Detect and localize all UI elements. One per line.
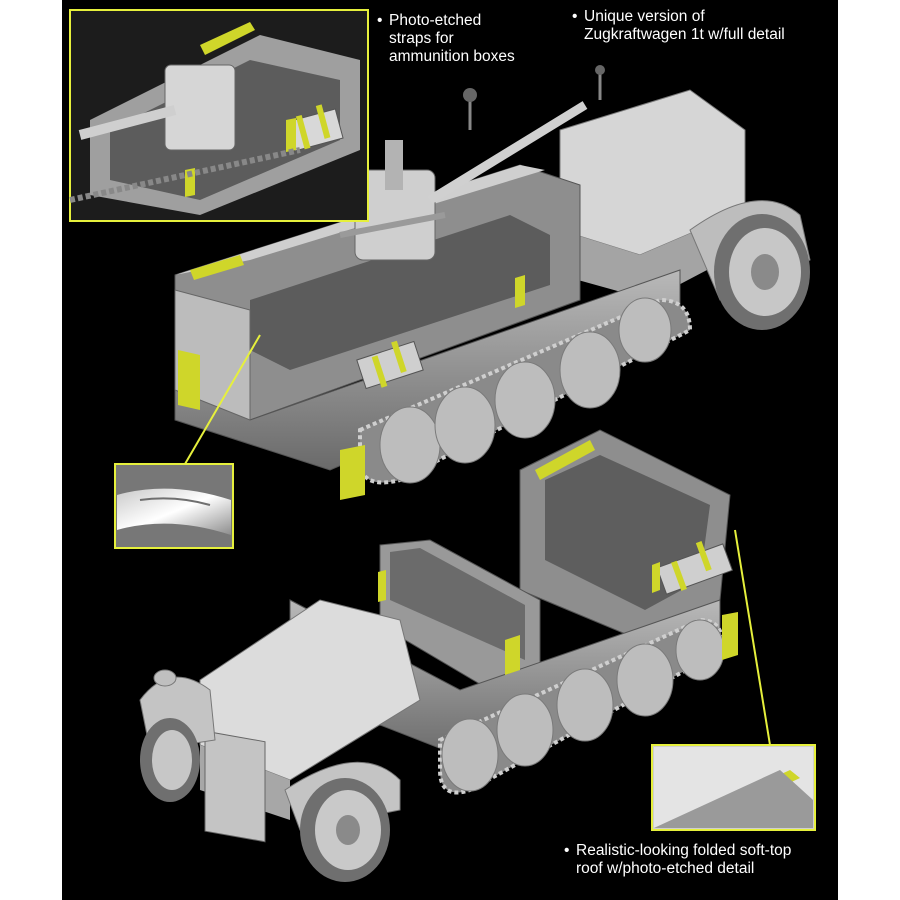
front-wheel-lower-left (140, 718, 200, 802)
front-wheel-lower-right (300, 778, 390, 882)
track-upper (358, 297, 693, 485)
inset-softtop-detail (651, 744, 816, 831)
anti-tank-gun (339, 101, 588, 261)
caption-unique-version: •Unique version of Zugkraftwagen 1t w/fu… (572, 8, 785, 43)
product-image-stage: •Photo-etched straps for ammunition boxe… (62, 0, 838, 900)
lower-halftrack-model (139, 429, 738, 882)
caption-photo-etched-straps: •Photo-etched straps for ammunition boxe… (377, 12, 515, 65)
upper-halftrack-model (174, 65, 811, 500)
vehicle-illustration (69, 9, 816, 882)
track-lower (438, 617, 725, 795)
inset-rope-detail (114, 463, 234, 549)
callout-lines (184, 334, 771, 746)
inset-straps (69, 9, 369, 222)
caption-soft-top-roof: •Realistic-looking folded soft-top roof … (564, 842, 792, 877)
front-wheel-upper (714, 214, 810, 330)
